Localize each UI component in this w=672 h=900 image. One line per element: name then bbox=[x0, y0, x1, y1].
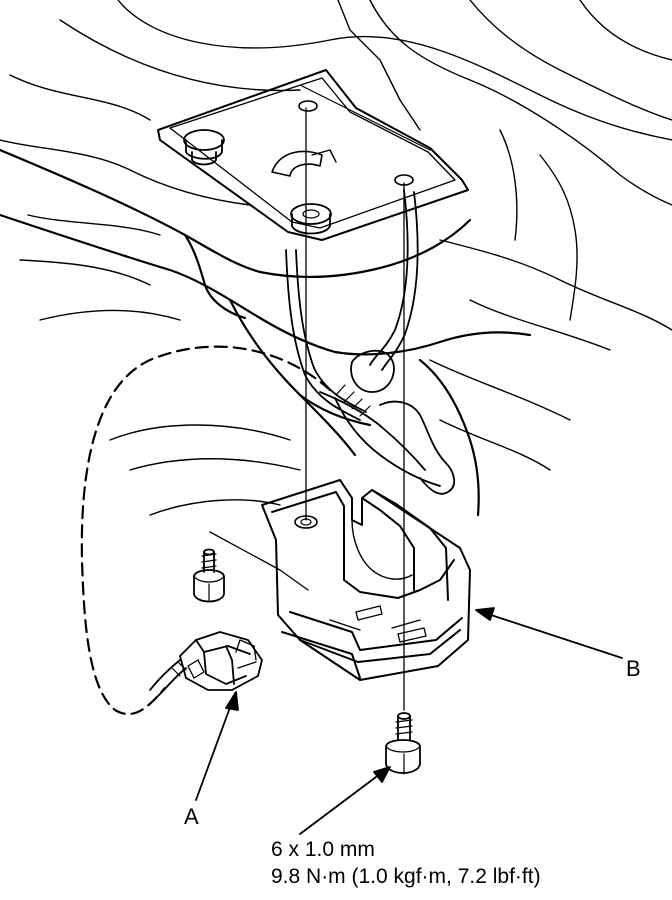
alignment-lines bbox=[209, 107, 405, 711]
torque-spec: 6 x 1.0 mm 9.8 N·m (1.0 kgf·m, 7.2 lbf·f… bbox=[271, 836, 541, 890]
torque-value-text: 9.8 N·m (1.0 kgf·m, 7.2 lbf·ft) bbox=[271, 865, 541, 888]
bolt-size-text: 6 x 1.0 mm bbox=[271, 838, 375, 861]
bracket-cover-b bbox=[261, 479, 471, 681]
mounting-plate bbox=[157, 69, 469, 241]
bolt-upper-left bbox=[193, 548, 225, 603]
callout-arrow-a bbox=[195, 691, 239, 801]
wire-harness bbox=[285, 189, 455, 495]
label-a: A bbox=[184, 804, 199, 829]
plate-bolt-center bbox=[290, 203, 332, 235]
plate-bolt-left bbox=[183, 129, 225, 166]
callout-arrow-b bbox=[475, 607, 623, 659]
label-b: B bbox=[626, 656, 641, 681]
callout-arrow-bolt bbox=[299, 766, 391, 835]
frame-member bbox=[0, 148, 532, 517]
connector-a bbox=[149, 631, 263, 697]
bolt-lower bbox=[385, 712, 421, 775]
vehicle-body-outline bbox=[0, 0, 672, 516]
harness-route-dashed bbox=[80, 345, 332, 716]
